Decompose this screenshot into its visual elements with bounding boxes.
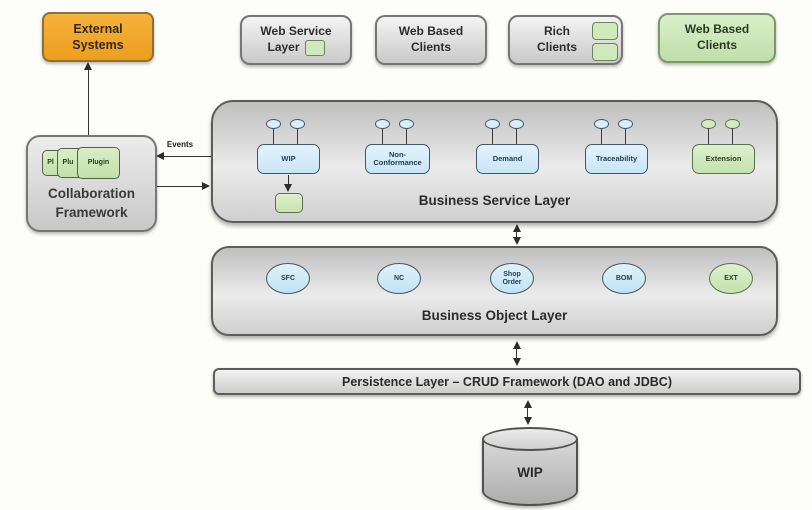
interface-stem-line (382, 128, 383, 145)
arrow-head-up-icon (512, 224, 521, 232)
arrow-head-down-icon (523, 417, 532, 425)
business-service-layer-box: WIP Non- Conformance Demand Traceability (211, 100, 778, 223)
database-cylinder: WIP (482, 427, 578, 506)
interface-stem-line (273, 128, 274, 145)
web-service-component-icon (304, 39, 325, 56)
arrow-head-left-icon (156, 152, 164, 160)
web-based-clients-label-line2: Clients (410, 40, 451, 54)
arrow-head-right-icon (202, 182, 210, 190)
bsl-component-traceability: Traceability (585, 119, 648, 174)
external-systems-label-line2: Systems (72, 38, 124, 52)
web-service-layer-label-line1: Web Service (260, 24, 332, 39)
web-service-layer-label-line2: Layer (267, 40, 300, 54)
interface-stem-line (406, 128, 407, 145)
component-label: WIP (281, 154, 296, 163)
web-service-layer-box: Web Service Layer (240, 15, 352, 65)
component-label-line1: Non- (388, 150, 407, 159)
interface-stem-line (708, 128, 709, 145)
arrow-head-down-icon (512, 358, 521, 366)
business-object-layer-title: Business Object Layer (421, 308, 568, 323)
arrow-line (288, 175, 289, 185)
interface-stem-line (732, 128, 733, 145)
arrow-head-up-icon (523, 400, 532, 408)
interface-stem-line (516, 128, 517, 145)
bsl-component-wip: WIP (257, 119, 320, 174)
arrow-line (516, 231, 518, 238)
bsl-component-extension: Extension (692, 119, 755, 174)
double-arrow (512, 224, 522, 245)
database-label: WIP (517, 465, 543, 480)
collaboration-framework-box: Pl Plu Plugin Collaboration Framework (26, 135, 157, 232)
rich-clients-label-line1: Rich (543, 24, 570, 39)
interface-stem-line (601, 128, 602, 145)
database-cylinder-top (482, 427, 578, 451)
persistence-layer-title: Persistence Layer – CRUD Framework (DAO … (342, 374, 672, 389)
double-arrow (523, 400, 533, 425)
rich-client-component-icon (592, 22, 618, 40)
web-based-clients-label-line1: Web Based (398, 24, 464, 39)
rich-client-component-icon (592, 43, 618, 61)
arrow-line (157, 186, 203, 187)
arrow-line (516, 348, 518, 359)
bsl-component-non-conformance: Non- Conformance (365, 119, 430, 174)
object-label: EXT (724, 274, 738, 282)
arrow-head-down-icon (284, 184, 292, 192)
double-arrow (512, 341, 522, 366)
bol-object-nc: NC (377, 263, 421, 294)
persistence-layer-bar: Persistence Layer – CRUD Framework (DAO … (213, 368, 801, 395)
wip-extension-box (275, 193, 303, 213)
bol-object-sfc: SFC (266, 263, 310, 294)
collaboration-framework-label: Collaboration Framework (48, 185, 135, 221)
web-based-clients-green-label-line2: Clients (696, 38, 737, 52)
arrow-line (527, 407, 529, 418)
web-based-clients-box: Web Based Clients (375, 15, 487, 65)
web-based-clients-green-box: Web Based Clients (658, 13, 776, 63)
business-object-layer-box: SFC NC Shop Order BOM EXT Business Objec… (211, 246, 778, 336)
bol-object-shop-order: Shop Order (490, 263, 534, 294)
plugin-label: Plugin (87, 159, 110, 167)
arrow-head-down-icon (512, 237, 521, 245)
component-label: Traceability (595, 154, 638, 163)
bol-object-bom: BOM (602, 263, 646, 294)
rich-clients-box: Rich Clients (508, 15, 623, 65)
object-label: NC (393, 274, 405, 282)
plugin-box: Plugin (77, 147, 120, 179)
plugin-label: Plu (62, 159, 74, 167)
component-label-line2: Conformance (373, 158, 422, 167)
object-label-line1: Shop (503, 271, 521, 278)
component-label: Extension (705, 154, 742, 163)
arrow-head-up-icon (84, 62, 92, 70)
interface-stem-line (625, 128, 626, 145)
object-label: BOM (615, 274, 633, 282)
arrow-head-up-icon (512, 341, 521, 349)
bsl-component-demand: Demand (476, 119, 539, 174)
component-label: Demand (492, 154, 523, 163)
events-label: Events (166, 140, 194, 149)
interface-stem-line (492, 128, 493, 145)
business-service-layer-title: Business Service Layer (418, 193, 571, 208)
interface-stem-line (297, 128, 298, 145)
object-label: SFC (281, 274, 295, 282)
plugin-label: Pl (47, 159, 54, 167)
bol-object-ext: EXT (709, 263, 753, 294)
external-systems-label-line1: External (73, 21, 123, 36)
web-based-clients-green-label-line1: Web Based (684, 22, 750, 37)
arrow-line (88, 70, 89, 135)
rich-clients-label-line2: Clients (536, 40, 577, 54)
external-systems-box: External Systems (42, 12, 154, 62)
object-label-line2: Order (502, 278, 522, 286)
arrow-line (164, 156, 211, 157)
